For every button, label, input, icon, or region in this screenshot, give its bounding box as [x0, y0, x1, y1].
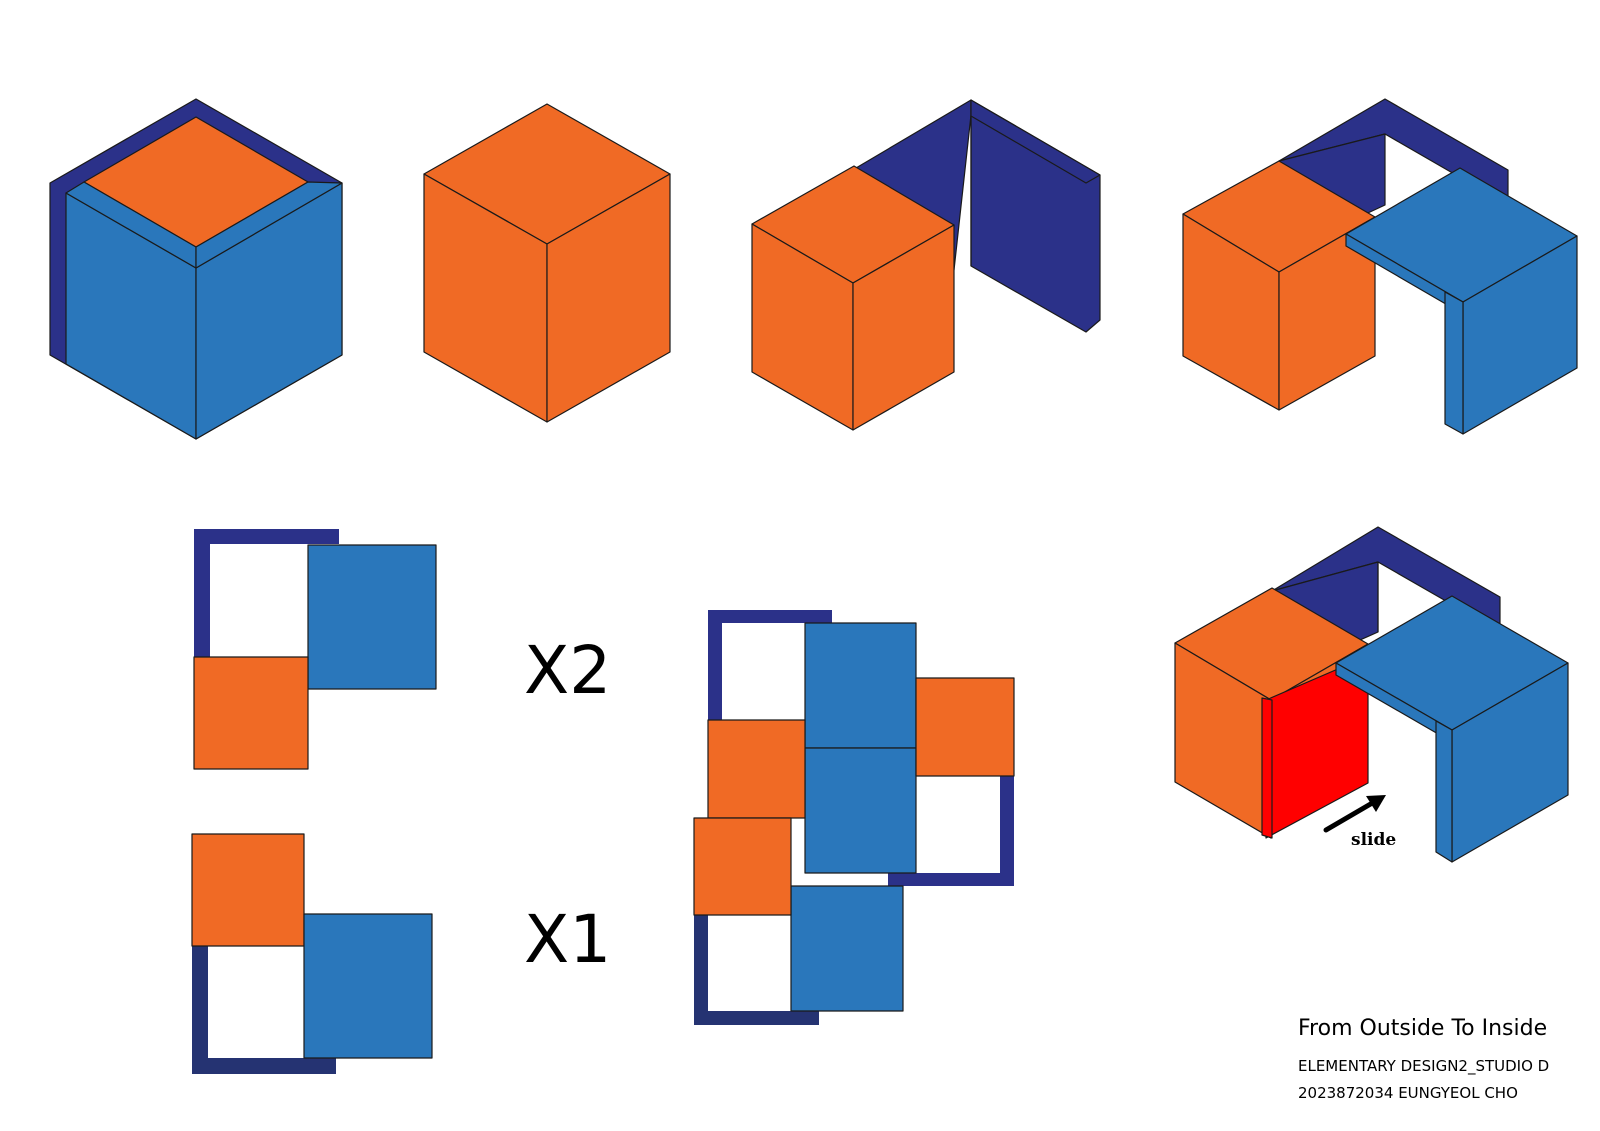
blue-table-leg — [1435, 720, 1453, 863]
arrow-icon — [1323, 795, 1386, 833]
caption-course: ELEMENTARY DESIGN2_STUDIO D — [1298, 1057, 1549, 1076]
blue-square — [804, 747, 917, 874]
plan-view-x2 — [193, 529, 437, 770]
orange-square — [193, 656, 309, 770]
combined-plan-view — [693, 610, 1015, 1025]
blue-square — [307, 544, 437, 690]
iso-slide-assembly — [1174, 526, 1569, 863]
orange-square — [707, 719, 806, 819]
caption-title: From Outside To Inside — [1298, 1016, 1547, 1041]
orange-cube-right — [1278, 216, 1376, 411]
navy-frame — [194, 529, 339, 660]
navy-wall-top — [970, 99, 1101, 184]
navy-frame-top — [708, 610, 832, 722]
orange-square — [191, 833, 305, 947]
blue-square — [303, 913, 433, 1059]
cube-right — [546, 173, 671, 423]
iso-wall-and-cube — [751, 99, 1101, 431]
navy-frame — [192, 945, 336, 1074]
navy-back-right-wall — [970, 99, 1101, 333]
multiplier-x2: X2 — [524, 632, 611, 709]
blue-square — [790, 885, 904, 1012]
orange-cube-right — [852, 224, 955, 431]
iso-wall-cube-table — [1182, 98, 1578, 435]
slide-label: slide — [1351, 830, 1396, 850]
orange-square — [915, 677, 1015, 777]
navy-frame-bottom — [694, 913, 819, 1025]
iso-closed-cube — [49, 98, 343, 440]
plan-view-x1 — [191, 833, 433, 1074]
iso-orange-cube — [423, 103, 671, 423]
blue-square — [804, 622, 917, 749]
blue-table-leg — [1444, 291, 1464, 435]
blue-top-rim — [195, 181, 343, 269]
navy-frame-right — [888, 776, 1014, 886]
multiplier-x1: X1 — [524, 901, 611, 978]
caption-author: 2023872034 EUNGYEOL CHO — [1298, 1084, 1518, 1102]
orange-square — [693, 817, 792, 916]
red-panel-edge — [1261, 697, 1273, 839]
